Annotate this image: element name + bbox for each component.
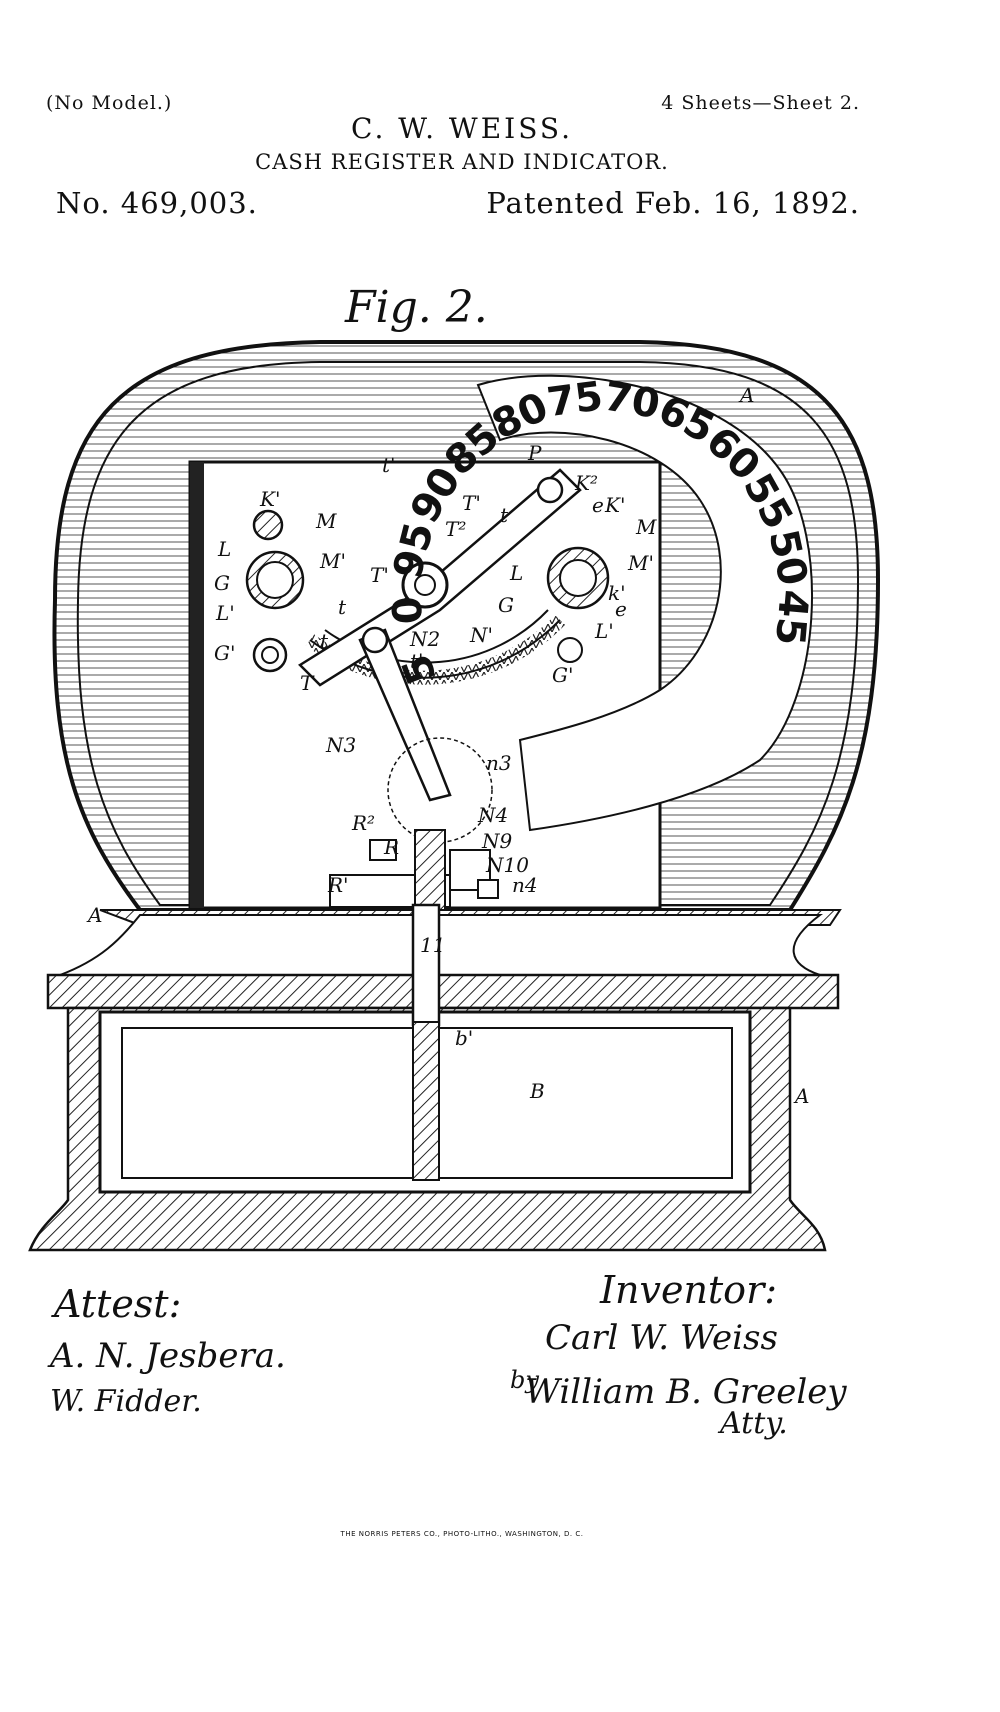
ref-G-right: G	[498, 593, 514, 617]
patent-title: CASH REGISTER AND INDICATOR.	[255, 150, 669, 174]
ref-K2: K²	[574, 471, 598, 495]
ref-L-left: L	[217, 537, 231, 561]
ref-N4: N4	[477, 803, 508, 827]
left-gear-assembly	[245, 509, 305, 673]
ref-G1-left: G'	[214, 641, 235, 665]
ref-T1-b: T'	[462, 491, 481, 515]
ref-M-left: M	[315, 509, 337, 533]
attorney-signature: William B. Greeley	[525, 1372, 847, 1412]
ref-N3: N3	[325, 733, 356, 757]
ref-t-mid: t'	[410, 649, 424, 673]
ref-b1: b'	[455, 1026, 473, 1050]
ref-M1-left: M'	[319, 549, 346, 573]
ref-K1-right: K'	[604, 493, 625, 517]
patent-date: Patented Feb. 16, 1892.	[486, 186, 860, 220]
witness-signature-2: W. Fidder.	[50, 1384, 202, 1419]
ref-G1-right: G'	[552, 663, 573, 687]
ref-G-left: G	[214, 571, 230, 595]
ref-e-b: e	[615, 597, 627, 621]
frame-edge	[190, 462, 204, 908]
printer-credit: THE NORRIS PETERS CO., PHOTO-LITHO., WAS…	[340, 1530, 584, 1538]
ref-L1-right: L'	[594, 619, 614, 643]
ref-A-right: A	[793, 1084, 809, 1108]
ref-R2: R²	[351, 811, 375, 835]
sheet-number: 4 Sheets—Sheet 2.	[661, 92, 860, 114]
ref-R: R	[383, 835, 399, 859]
dial-number: 0	[385, 595, 432, 625]
ref-t-c: t	[320, 629, 329, 653]
lever-arms	[298, 468, 582, 843]
indicator-dial	[476, 374, 813, 832]
attorney-label: Atty.	[720, 1406, 788, 1441]
inventor-signature: Carl W. Weiss	[545, 1318, 778, 1358]
ref-N10: N10	[485, 853, 529, 877]
right-gear-assembly	[536, 476, 610, 663]
ref-N1: N'	[469, 623, 493, 647]
patent-number: No. 469,003.	[56, 186, 258, 220]
ref-M1-right: M'	[627, 551, 654, 575]
ref-t-b: t	[500, 503, 509, 527]
ref-A-top: A	[738, 383, 754, 407]
ref-11: 11	[420, 933, 445, 957]
by-label: by	[510, 1366, 539, 1394]
ref-N9: N9	[481, 829, 513, 853]
ref-K1-left: K'	[259, 487, 280, 511]
figure-label: Fig. 2.	[345, 282, 488, 333]
ref-k1: k'	[608, 581, 626, 605]
ref-n4: n4	[512, 873, 538, 897]
ref-N2: N2	[409, 627, 440, 651]
ref-T: T	[300, 671, 315, 695]
ref-B: B	[529, 1079, 545, 1103]
dial-number: 50	[759, 526, 816, 590]
ref-R1: R'	[327, 873, 349, 897]
dial-number: 75	[544, 373, 605, 426]
ref-A-left: A	[86, 903, 102, 927]
ref-M-right: M	[635, 515, 657, 539]
dial-number: 45	[766, 588, 817, 647]
inventor-label: Inventor:	[600, 1268, 778, 1312]
ref-L1-left: L'	[215, 601, 235, 625]
ref-e-a: e	[592, 493, 604, 517]
base-mechanism	[329, 829, 499, 911]
inventor-name-heading: C. W. WEISS.	[351, 112, 573, 145]
witness-signature-1: A. N. Jesbera.	[50, 1336, 286, 1376]
ref-T2: T²	[445, 517, 466, 541]
ref-n3: n3	[486, 751, 512, 775]
ref-t-a: t	[338, 595, 347, 619]
ref-T1-a: T'	[370, 563, 389, 587]
ref-P: P	[527, 441, 542, 465]
dial-number: 70	[601, 374, 664, 429]
cabinet	[28, 903, 842, 1252]
no-model-label: (No Model.)	[46, 92, 173, 114]
attest-label: Attest:	[54, 1282, 182, 1326]
ref-L-right: L	[509, 561, 523, 585]
ref-t-top: t'	[382, 453, 396, 477]
